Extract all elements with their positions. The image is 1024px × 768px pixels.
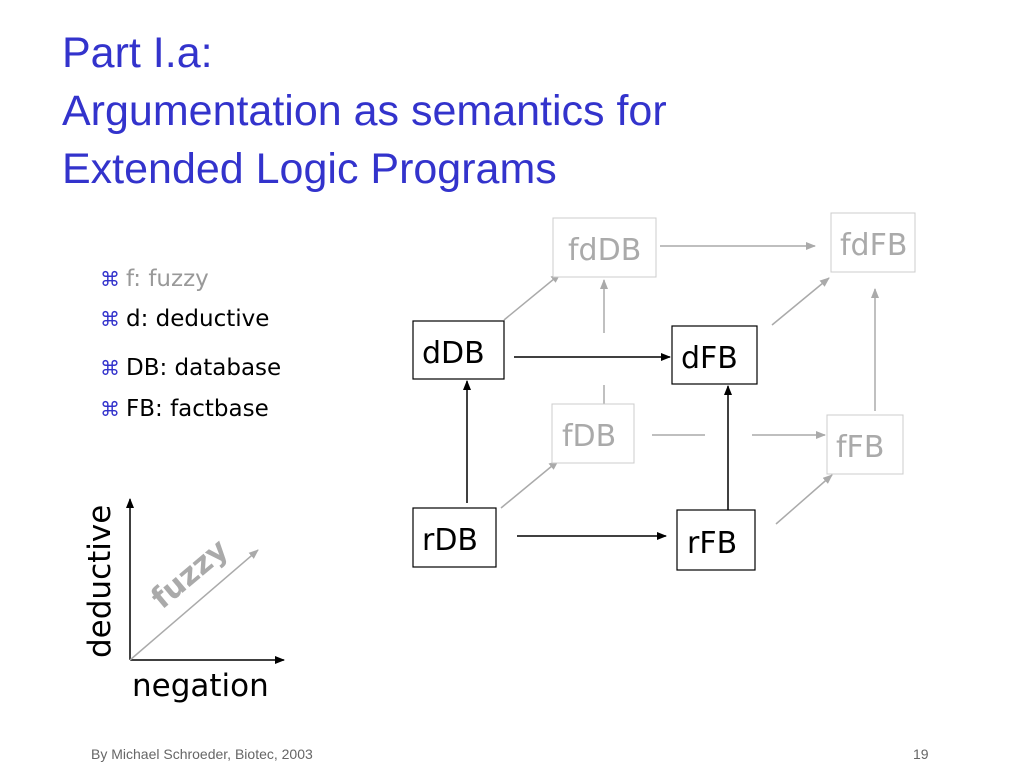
fuzzy-edges bbox=[500, 242, 879, 525]
title-line-2: Argumentation as semantics for bbox=[62, 87, 667, 135]
x-axis-label: negation bbox=[132, 668, 269, 704]
node-dDB: dDB bbox=[412, 320, 505, 380]
svg-text:fdFB: fdFB bbox=[840, 228, 907, 263]
fuzzy-label: fuzzy bbox=[145, 532, 236, 616]
node-fdDB: fdDB bbox=[552, 217, 657, 278]
page-number: 19 bbox=[913, 746, 929, 762]
footer-author: By Michael Schroeder, Biotec, 2003 bbox=[91, 746, 313, 762]
title-line-1: Part I.a: bbox=[62, 29, 213, 77]
node-fDB: fDB bbox=[551, 403, 635, 464]
bullet-item: ⌘FB: factbase bbox=[100, 396, 269, 422]
svg-text:rDB: rDB bbox=[422, 523, 478, 558]
bullet-text: FB: factbase bbox=[126, 396, 269, 422]
bullet-item: ⌘DB: database bbox=[100, 355, 281, 381]
axes-figure: fuzzy deductive bbox=[82, 498, 285, 664]
fuzzy-diagonal-arrow bbox=[129, 549, 259, 661]
bullet-item: ⌘f: fuzzy bbox=[100, 266, 209, 292]
edge-rFB-fFB bbox=[775, 474, 833, 525]
edge-dDB-fdDB bbox=[503, 273, 561, 321]
command-bullet-icon: ⌘ bbox=[100, 307, 120, 331]
bullet-item: ⌘d: deductive bbox=[100, 306, 269, 332]
bullet-text: DB: database bbox=[126, 355, 282, 381]
svg-text:fFB: fFB bbox=[836, 430, 884, 465]
node-fdFB: fdFB bbox=[830, 212, 916, 273]
svg-text:rFB: rFB bbox=[687, 526, 737, 561]
svg-text:dFB: dFB bbox=[681, 341, 738, 376]
edge-dFB-fdFB bbox=[771, 277, 830, 326]
command-bullet-icon: ⌘ bbox=[100, 397, 120, 421]
crisp-edges bbox=[463, 353, 732, 540]
command-bullet-icon: ⌘ bbox=[100, 267, 120, 291]
node-dFB: dFB bbox=[671, 325, 758, 385]
node-rDB: rDB bbox=[412, 507, 497, 568]
svg-text:fDB: fDB bbox=[562, 419, 616, 454]
edge-rDB-fDB bbox=[500, 460, 559, 509]
y-axis-label: deductive bbox=[82, 505, 118, 658]
bullet-text: d: deductive bbox=[126, 306, 270, 332]
title-line-3: Extended Logic Programs bbox=[62, 145, 557, 193]
svg-text:dDB: dDB bbox=[422, 336, 485, 371]
node-rFB: rFB bbox=[676, 509, 756, 571]
svg-text:fdDB: fdDB bbox=[568, 233, 641, 268]
command-bullet-icon: ⌘ bbox=[100, 356, 120, 380]
slide-title: Part I.a: Argumentation as semantics for… bbox=[62, 24, 667, 198]
node-fFB: fFB bbox=[826, 414, 904, 475]
bullet-text: f: fuzzy bbox=[126, 266, 209, 292]
